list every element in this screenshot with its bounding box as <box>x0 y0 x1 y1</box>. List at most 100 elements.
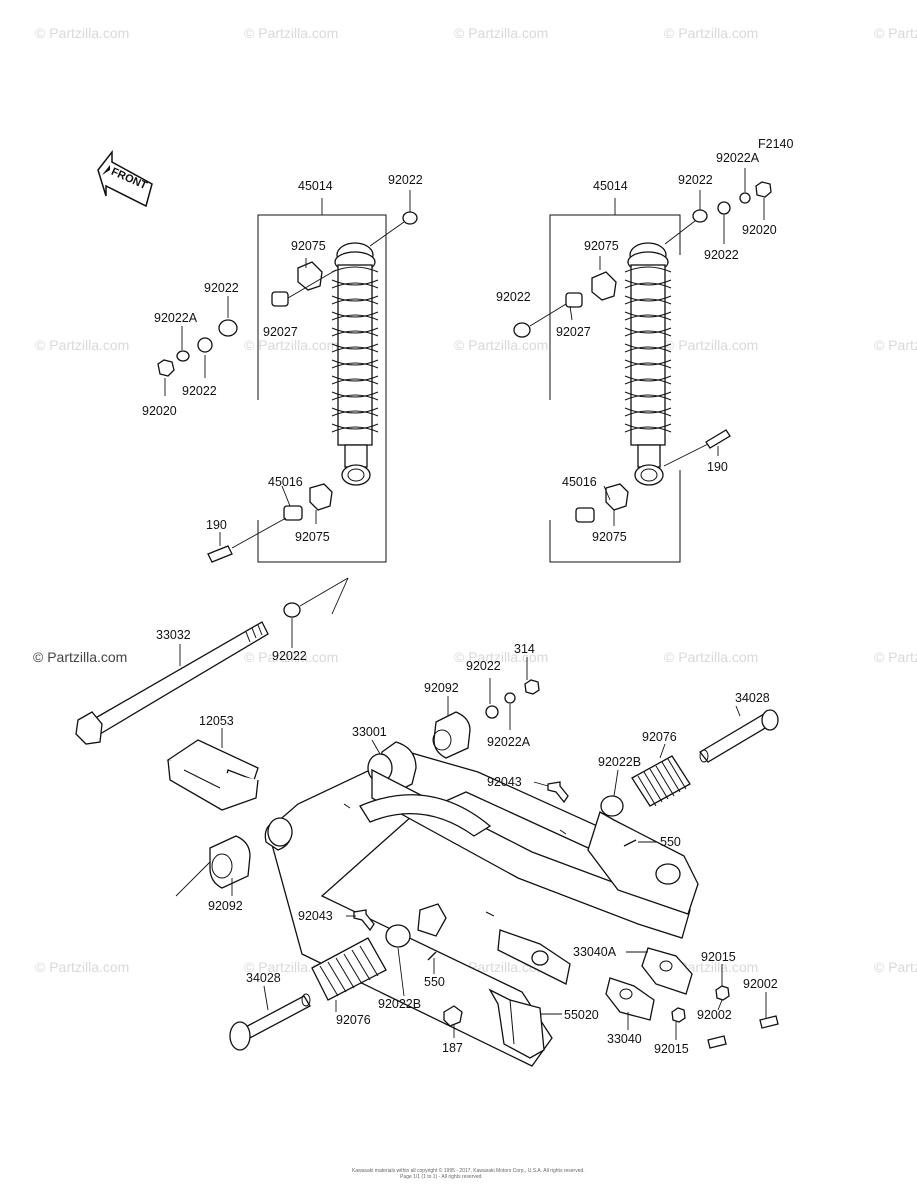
pivot-bushing-bottom <box>175 835 251 897</box>
watermark: © Partzilla.com <box>35 337 129 353</box>
callout-label: 92043 <box>487 775 522 789</box>
callout-label: 92022B <box>598 755 641 769</box>
callout-label: 45016 <box>562 475 597 489</box>
callout-label: 45014 <box>593 179 628 193</box>
callout-label: 92075 <box>291 239 326 253</box>
washer <box>692 209 708 223</box>
callout-label: 92075 <box>592 530 627 544</box>
nut <box>157 359 175 377</box>
callout-label: 92076 <box>642 730 677 744</box>
nut <box>715 985 730 1001</box>
callout-label: 92022B <box>378 997 421 1011</box>
watermark: © Partzilla.com <box>874 959 917 975</box>
group-bracket <box>549 470 681 563</box>
swingarm <box>264 741 699 1067</box>
watermark: © Partzilla.com <box>244 337 338 353</box>
callout-label: 92043 <box>298 909 333 923</box>
callout-label: 92022 <box>466 659 501 673</box>
watermark: © Partzilla.com <box>874 649 917 665</box>
chain-adjuster <box>605 977 655 1021</box>
figure-code: F2140 <box>758 137 793 151</box>
callout-label: 92022A <box>154 311 198 325</box>
callout-labels: 45014 92022 92075 92022 92027 92022A 920… <box>142 151 778 1056</box>
callout-label: 92020 <box>142 404 177 418</box>
callout-label: 45016 <box>268 475 303 489</box>
watermark: © Partzilla.com <box>874 337 917 353</box>
spring-left <box>311 937 387 1001</box>
cotter-pin <box>623 839 637 847</box>
watermark: © Partzilla.com <box>244 649 338 665</box>
front-arrow-icon: FRONT <box>97 149 153 208</box>
watermark: © Partzilla.com <box>664 25 758 41</box>
watermark: © Partzilla.com <box>664 337 758 353</box>
shock-absorber-right <box>624 242 672 486</box>
watermarks: © Partzilla.com © Partzilla.com © Partzi… <box>33 25 917 975</box>
footer: Kawasaki materials within all copyright … <box>352 1167 585 1180</box>
footer-line: Page 1/1 (1 to 1) - All rights reserved <box>400 1174 482 1180</box>
bushing <box>297 261 323 291</box>
footer-line: Kawasaki materials within all copyright … <box>352 1167 585 1174</box>
swingarm-axle <box>75 577 349 745</box>
callout-label: 92022 <box>678 173 713 187</box>
lock-washer <box>739 192 751 204</box>
callout-label: 34028 <box>246 971 281 985</box>
collar <box>565 292 583 308</box>
callout-label: 92022 <box>204 281 239 295</box>
callout-label: 550 <box>424 975 445 989</box>
washer <box>485 705 499 719</box>
watermark: © Partzilla.com <box>244 25 338 41</box>
bushing <box>309 483 333 511</box>
watermark-main: © Partzilla.com <box>33 649 127 665</box>
watermark: © Partzilla.com <box>35 959 129 975</box>
callout-label: 190 <box>707 460 728 474</box>
callout-label: 92076 <box>336 1013 371 1027</box>
chain-guard <box>166 739 259 811</box>
washer <box>218 319 238 337</box>
bracket <box>488 988 545 1059</box>
watermark: © Partzilla.com <box>454 337 548 353</box>
washer <box>402 211 418 225</box>
bolt <box>707 1035 727 1049</box>
collar <box>283 505 303 521</box>
callout-label: 92027 <box>263 325 298 339</box>
nut <box>671 1007 686 1023</box>
bolt <box>547 781 569 804</box>
pin-left <box>229 993 311 1051</box>
watermark: © Partzilla.com <box>35 25 129 41</box>
callout-label: 34028 <box>735 691 770 705</box>
callout-label: 92075 <box>584 239 619 253</box>
callout-label: 92002 <box>697 1008 732 1022</box>
washer <box>385 924 411 948</box>
bolt <box>759 1015 779 1029</box>
right-shock-group <box>513 181 772 563</box>
nut <box>755 181 772 198</box>
washer <box>600 795 624 817</box>
spring-right <box>631 755 691 807</box>
bolt <box>705 429 731 449</box>
cotter-pin <box>427 951 437 961</box>
callout-label: 92022 <box>388 173 423 187</box>
washer <box>197 337 213 353</box>
callout-label: 92092 <box>208 899 243 913</box>
shock-absorber-left <box>331 242 379 486</box>
callout-label: 92022 <box>704 248 739 262</box>
watermark: © Partzilla.com <box>664 649 758 665</box>
pin-right <box>699 709 779 763</box>
nut <box>524 679 540 695</box>
washer <box>513 322 531 338</box>
callout-label: 92015 <box>701 950 736 964</box>
watermark: © Partzilla.com <box>454 649 548 665</box>
left-shock-group <box>157 190 418 563</box>
callout-label: 33040A <box>573 945 617 959</box>
callout-label: 92092 <box>424 681 459 695</box>
callout-label: 45014 <box>298 179 333 193</box>
bolt <box>443 1005 463 1027</box>
callout-label: 92015 <box>654 1042 689 1056</box>
callout-label: 190 <box>206 518 227 532</box>
bolt <box>207 545 233 563</box>
bolt <box>353 909 375 932</box>
lock-washer <box>504 692 516 704</box>
washer <box>283 602 301 618</box>
callout-label: 33032 <box>156 628 191 642</box>
collar <box>271 291 289 307</box>
